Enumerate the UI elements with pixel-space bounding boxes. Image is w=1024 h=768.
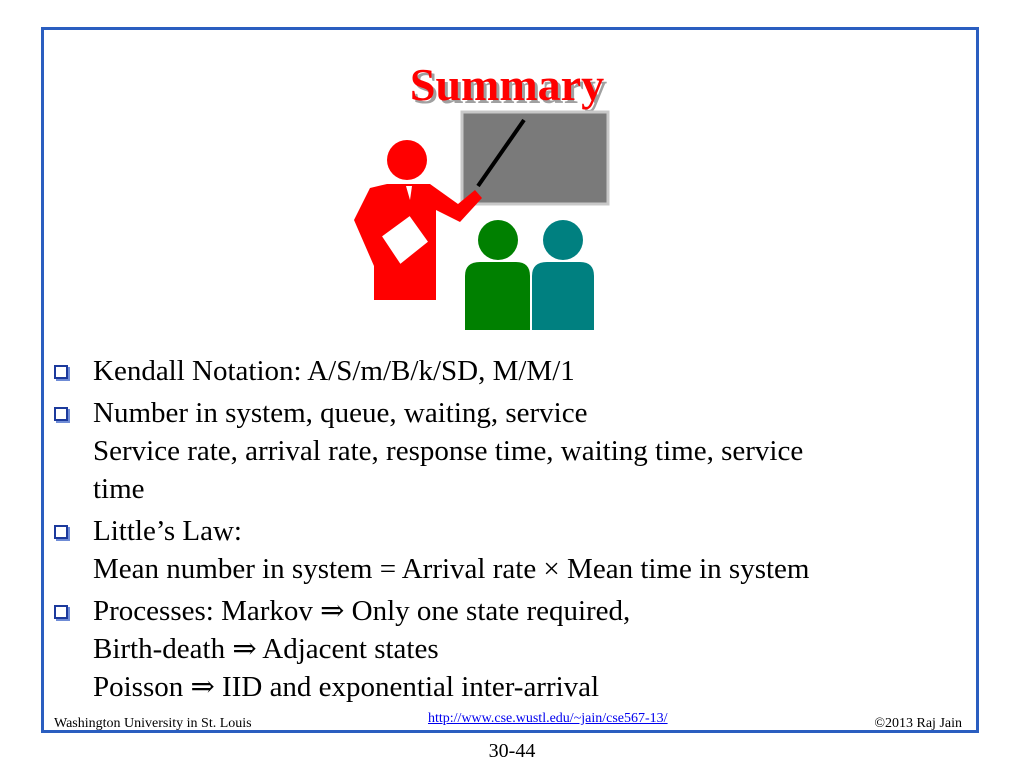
bullet-box-icon (54, 605, 68, 619)
bullet-line: Kendall Notation: A/S/m/B/k/SD, M/M/1 (93, 355, 575, 387)
bullet-item: Number in system, queue, waiting, servic… (54, 394, 974, 508)
page-number: 30-44 (488, 740, 536, 762)
slide-frame (41, 27, 979, 733)
bullet-box-icon (54, 407, 68, 421)
audience-right-figure (532, 220, 594, 330)
footer-copyright: ©2013 Raj Jain (874, 716, 962, 731)
bullet-line: time (93, 473, 145, 505)
bullet-line: Little’s Law: (93, 515, 242, 547)
bullet-line: Poisson ⇒ IID and exponential inter-arri… (93, 671, 600, 703)
bullet-line: Mean number in system = Arrival rate × M… (93, 553, 810, 585)
bullet-line: Birth-death ⇒ Adjacent states (93, 633, 439, 665)
bullet-item: Processes: Markov ⇒ Only one state requi… (54, 592, 974, 706)
bullet-line: Number in system, queue, waiting, servic… (93, 397, 588, 429)
bullet-item: Little’s Law: Mean number in system = Ar… (54, 512, 974, 588)
bullet-box-icon (54, 525, 68, 539)
footer-institution: Washington University in St. Louis (54, 716, 252, 731)
bullet-list: Kendall Notation: A/S/m/B/k/SD, M/M/1 Nu… (54, 352, 974, 710)
board-shape (460, 110, 610, 206)
bullet-item: Kendall Notation: A/S/m/B/k/SD, M/M/1 (54, 352, 974, 390)
clipboard-shape (377, 211, 433, 269)
bullet-line: Processes: Markov ⇒ Only one state requi… (93, 595, 631, 627)
audience-left-figure (465, 220, 530, 330)
bullet-line: Service rate, arrival rate, response tim… (93, 435, 804, 467)
footer-course-link[interactable]: http://www.cse.wustl.edu/~jain/cse567-13… (428, 711, 668, 726)
pointer-shape (476, 118, 526, 188)
bullet-box-icon (54, 365, 68, 379)
presenter-with-audience-icon (354, 110, 610, 330)
slide-title: Summary (409, 59, 605, 110)
